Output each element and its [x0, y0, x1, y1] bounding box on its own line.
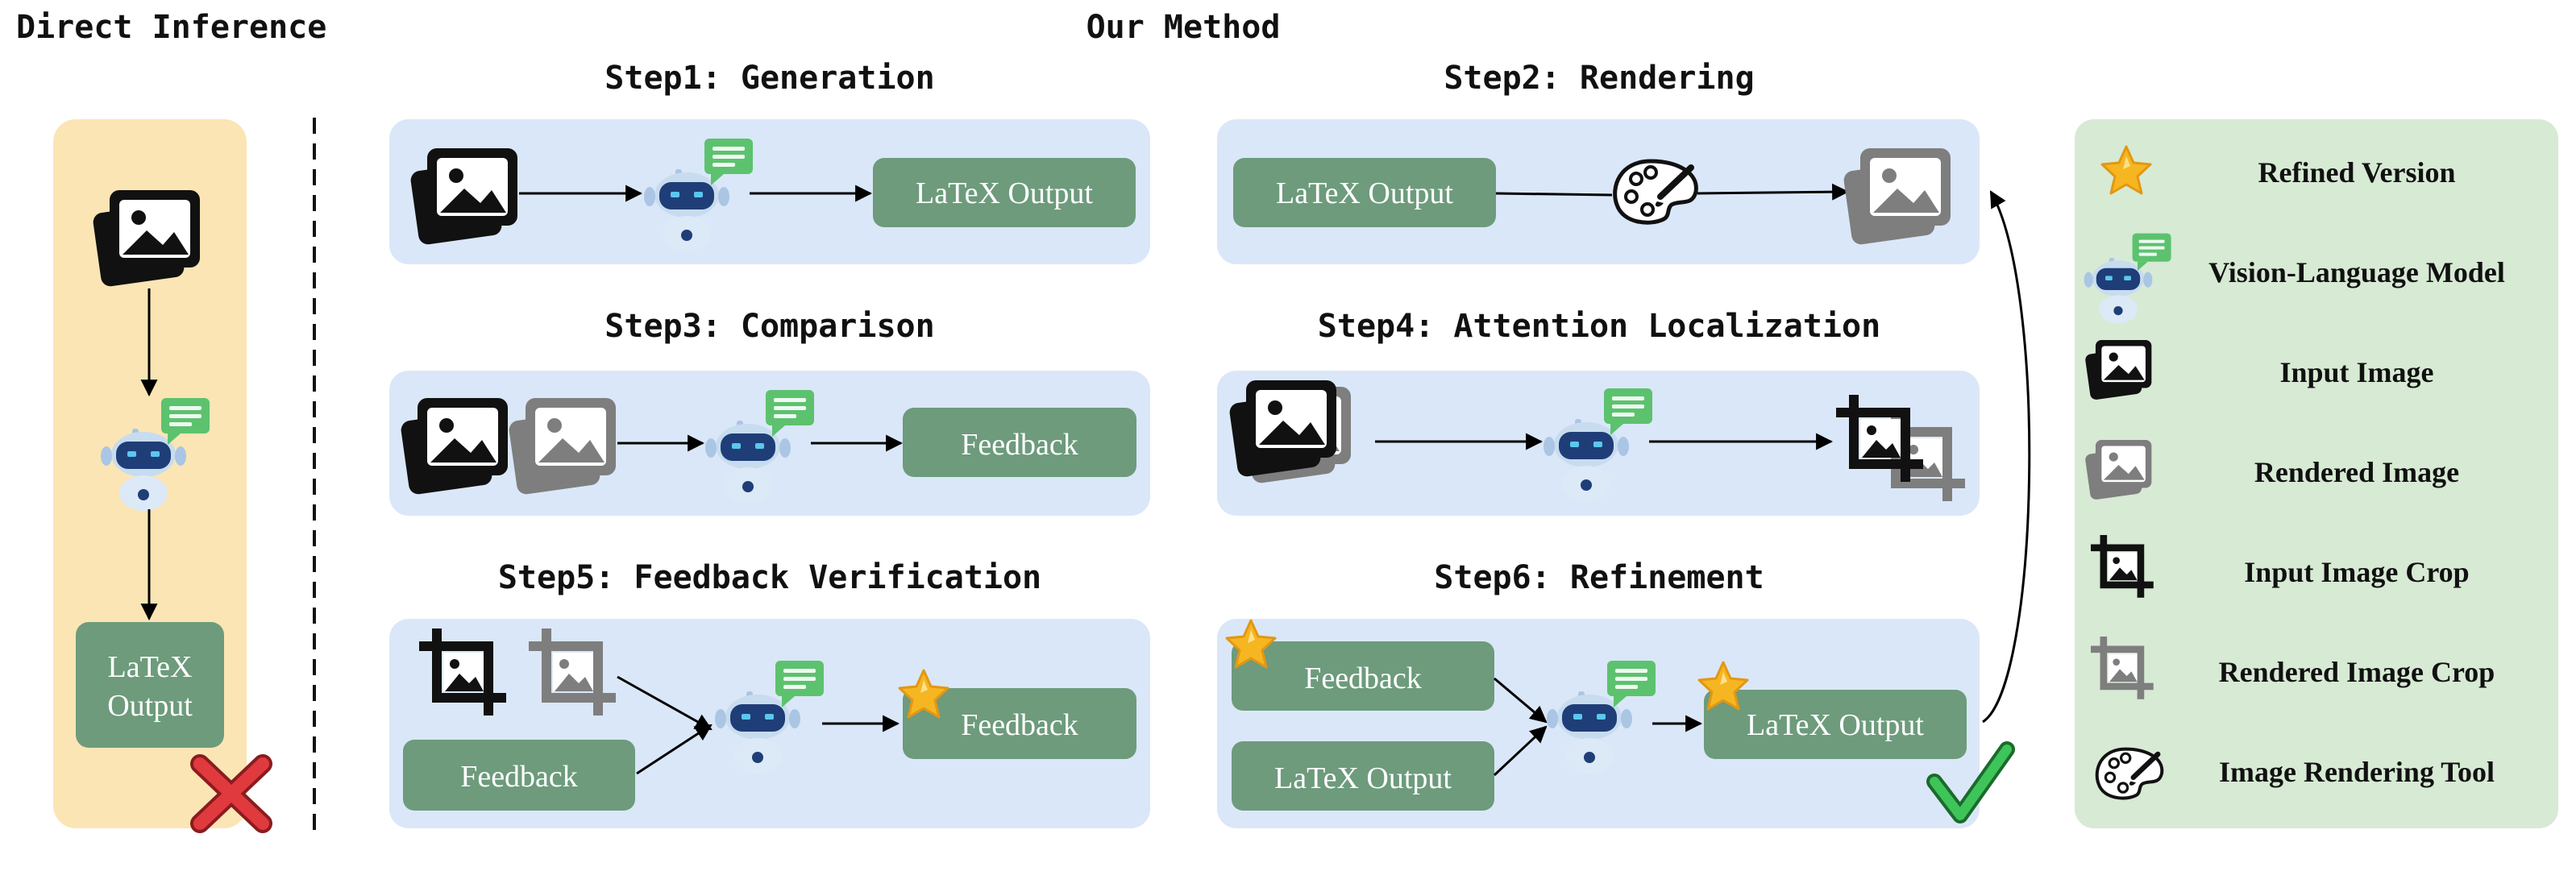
- latex-output-label-line1: LaTeX: [108, 650, 193, 684]
- latex-output-label-line2: Output: [107, 689, 193, 723]
- feedback-box: [403, 740, 635, 811]
- feedback-label: Feedback: [1304, 662, 1422, 695]
- legend-label-rendered-image: Rendered Image: [2254, 456, 2459, 488]
- latex-output-box: [1233, 158, 1496, 227]
- arrow: [636, 724, 713, 775]
- latex-output-label: LaTeX Output: [1274, 761, 1452, 795]
- step1-title: Step1: Generation: [605, 60, 934, 97]
- rendered-crop-icon: [2091, 637, 2154, 699]
- legend-label-refined-version: Refined Version: [2258, 156, 2455, 189]
- legend-label-vlm: Vision-Language Model: [2208, 256, 2505, 288]
- latex-output-label: LaTeX Output: [916, 176, 1093, 210]
- refinement-loop-arrow: [1982, 190, 2031, 724]
- feedback-label: Feedback: [961, 428, 1078, 462]
- latex-output-label: LaTeX Output: [1276, 176, 1453, 210]
- step1-panel: [389, 119, 1150, 264]
- check-icon: [1926, 741, 2015, 823]
- latex-output-box: [1704, 690, 1967, 759]
- input-crop-icon: [419, 628, 506, 716]
- legend-label-image-rendering-tool: Image Rendering Tool: [2219, 756, 2495, 788]
- feedback-box: [903, 688, 1136, 759]
- legend-label-rendered-image-crop: Rendered Image Crop: [2219, 656, 2495, 688]
- step2-panel: [1217, 119, 1980, 264]
- arrow: [1494, 677, 1548, 724]
- connector: [1495, 192, 1613, 197]
- rendered-crop-icon: [529, 628, 616, 716]
- step4-title: Step4: Attention Localization: [1318, 308, 1880, 345]
- step6-title: Step6: Refinement: [1434, 559, 1764, 596]
- latex-output-box: [873, 158, 1136, 227]
- latex-output-box: [76, 622, 224, 748]
- step5-title: Step5: Feedback Verification: [498, 559, 1041, 596]
- feedback-label: Feedback: [460, 760, 578, 794]
- input-crop-icon: [2091, 535, 2154, 598]
- step2-title: Step2: Rendering: [1444, 60, 1754, 97]
- feedback-box: [903, 408, 1136, 477]
- latex-output-label: LaTeX Output: [1747, 708, 1924, 742]
- arrow: [617, 675, 713, 731]
- feedback-box: [1232, 641, 1494, 711]
- method-title: Our Method: [1086, 9, 1281, 46]
- legend-label-input-image-crop: Input Image Crop: [2244, 556, 2469, 588]
- latex-output-box: [1232, 741, 1494, 811]
- step3-title: Step3: Comparison: [605, 308, 934, 345]
- legend-label-input-image: Input Image: [2279, 356, 2433, 388]
- arrow: [1697, 183, 1850, 201]
- direct-inference-title: Direct Inference: [16, 9, 326, 46]
- arrow: [1493, 725, 1548, 777]
- cross-icon: [190, 754, 272, 833]
- feedback-label: Feedback: [961, 708, 1078, 742]
- input-crop-icon: [1836, 395, 1923, 482]
- legend-panel: [2075, 119, 2558, 828]
